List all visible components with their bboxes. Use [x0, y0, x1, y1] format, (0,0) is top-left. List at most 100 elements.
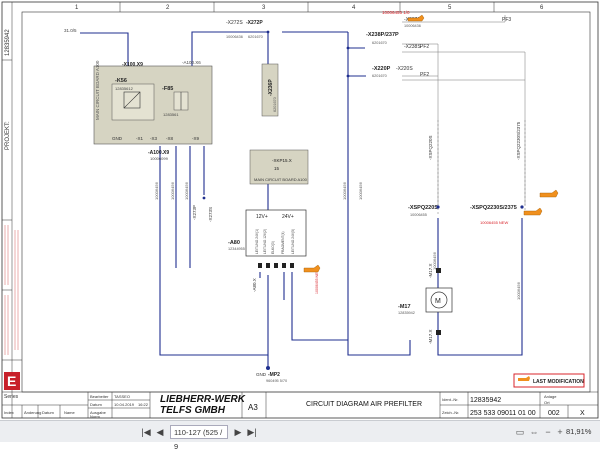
col-5: 5 — [448, 5, 452, 11]
x273p-label: -X273P — [192, 205, 197, 220]
ort-label: Ort — [544, 400, 550, 405]
schematic-page: 1 2 3 4 5 6 12835942 PROJEKT: E Series — [0, 0, 600, 420]
drawn-value: TASSEO — [114, 394, 130, 399]
pf2-label-a: PF2 — [420, 44, 429, 50]
zeich-label: Zeich.-Nr. — [442, 410, 459, 415]
fit-width-icon[interactable]: ⇔ — [529, 427, 539, 437]
k56-code: 12835612 — [115, 86, 134, 91]
board-mid-label: MAIN CIRCUIT BOARD A100 — [254, 177, 308, 182]
x272p-label: -X272P — [246, 20, 263, 26]
last-mod-label: LAST MODIFICATION — [533, 379, 584, 385]
revision-headers: Index Änderung Datum Name — [4, 410, 75, 415]
a80-pin-1: LEITUNG 24V(1) — [255, 229, 259, 254]
m17-motor: -M17.X M -M17 12835942 -M17.X — [398, 263, 453, 344]
title-block — [2, 391, 598, 418]
wire-label-7: 10006456 — [516, 281, 521, 300]
gnd-bottom: GND — [256, 372, 267, 377]
pin-x1: -X1 — [136, 136, 144, 141]
xspq2230s-label: -XSPQ2230S/2375 — [470, 205, 517, 211]
anlage-label: Anlage — [544, 394, 557, 399]
last-modification: LAST MODIFICATION — [513, 373, 585, 388]
main-circuit-board-left: MAIN CIRCUIT BOARD A100 -K56 12835612 -F… — [64, 28, 213, 161]
board-left-label: MAIN CIRCUIT BOARD A100 — [95, 60, 100, 120]
prev-page-button[interactable]: ◀ — [156, 427, 164, 437]
wire-label-4: 10006456 — [342, 181, 347, 200]
wire-labels: 10006456 10006456 10006456 10006456 1000… — [154, 181, 521, 300]
time-value: 16:22 — [138, 402, 149, 407]
pointer-hand-right — [539, 189, 559, 198]
diagram-title: CIRCUIT DIAGRAM AIR PREFILTER — [306, 401, 422, 408]
series-logo: E Series — [4, 372, 20, 400]
col-1: 1 — [75, 5, 79, 11]
mp2-label: -MP2 — [268, 372, 280, 378]
wire-label-5: 10006456 — [358, 181, 363, 200]
m17-label: -M17 — [398, 304, 411, 310]
zoom-out-icon[interactable]: − — [545, 427, 551, 437]
x238p-label: -X238P/237P — [366, 32, 399, 38]
next-page-button[interactable]: ▶ — [234, 427, 242, 437]
first-page-button[interactable]: |◀ — [141, 427, 151, 437]
mp2-code: 960495 5/70 — [266, 379, 287, 383]
xspq-red-note: 10006455 NEW — [480, 220, 508, 225]
wire-label-1: 10006456 — [154, 181, 159, 200]
x238-connector-group: 10006455 1/0 -X237S 10006436 -X238P/237P… — [346, 10, 511, 78]
a80-x-label: -A80.X — [252, 278, 257, 292]
pf-lines — [402, 15, 526, 215]
a80-v2: 24V+ — [282, 214, 294, 220]
fit-page-icon[interactable]: ▭ — [515, 427, 525, 437]
format-label: A3 — [248, 403, 258, 412]
x272p-code: 6201670 — [248, 35, 263, 39]
norm-label: Norm — [90, 414, 100, 419]
date-label: Datum — [90, 402, 102, 407]
x236p-code: 6201670 — [273, 97, 277, 112]
x236p-connector: -X236P 6201670 — [261, 63, 279, 117]
zeich-value: 253 533 09011 01 00 — [470, 410, 536, 417]
rev-index: Index — [4, 410, 14, 415]
pointer-hand-top — [407, 14, 425, 22]
column-numbers: 1 2 3 4 5 6 — [75, 5, 544, 11]
xsp-vert-b: -XSPQ2230S/2375 — [516, 121, 521, 160]
wires — [80, 31, 523, 368]
last-page-button[interactable]: ▶| — [247, 427, 257, 437]
a80-red-note: 10006455 NEW — [315, 269, 319, 294]
a100-x9-label: -A100.X9 — [148, 150, 169, 156]
date-value: 10.04.2019 — [114, 402, 135, 407]
conn-top-left: -X100.X9 — [122, 62, 143, 68]
rev-name: Name — [64, 410, 75, 415]
x220p-label: -X220P — [372, 66, 391, 72]
a100-x6-label: -A100.X6 — [182, 60, 201, 65]
zoom-level[interactable]: 81,91% — [566, 427, 592, 436]
x238s-label: -X238S — [404, 44, 421, 50]
f85-label: -F85 — [162, 86, 173, 92]
projekt-label: PROJEKT: — [5, 121, 11, 150]
circuit-diagram: 1 2 3 4 5 6 12835942 PROJEKT: E Series — [1, 1, 599, 419]
xspq220s-label: -XSPQ220S — [408, 205, 438, 211]
side-doc-number: 12835942 — [5, 29, 11, 56]
red-top-note: 10006455 1/0 — [382, 10, 410, 15]
left-input-ref: 31.0/5 — [64, 28, 77, 33]
wire-label-3: 10006456 — [184, 181, 189, 200]
col-3: 3 — [262, 5, 266, 11]
pin-x3: -X3 — [150, 136, 158, 141]
x273s-label: -X273S — [208, 207, 213, 222]
gnd-label: GND — [112, 136, 123, 141]
a80-pin-3: ELKO(3) — [271, 241, 275, 254]
pf3-label: PF3 — [502, 17, 511, 23]
edition-label: Ausgabe — [90, 410, 107, 415]
logo-sub: Series — [4, 394, 19, 400]
x220s-label: -X220S — [396, 66, 413, 72]
x272s-label: -X272S — [226, 20, 243, 26]
m17-x-top: -M17.X — [428, 263, 433, 278]
x220p-code: 6201670 — [372, 74, 387, 78]
xkp15-label: -XKP15.X — [272, 158, 292, 163]
company-line1: LIEBHERR-WERK — [160, 394, 246, 405]
col-6: 6 — [540, 5, 544, 11]
xkp15-pin: 15 — [274, 166, 280, 171]
x236p-label: -X236P — [268, 79, 274, 96]
rev-date: Datum — [42, 410, 54, 415]
page-number-field[interactable]: 110-127 (525 / 9 — [170, 425, 228, 451]
m17-code: 12835942 — [398, 311, 415, 315]
m17-x-bottom: -M17.X — [428, 329, 433, 344]
zoom-in-icon[interactable]: + — [557, 427, 563, 437]
k56-label: -K56 — [115, 78, 127, 84]
